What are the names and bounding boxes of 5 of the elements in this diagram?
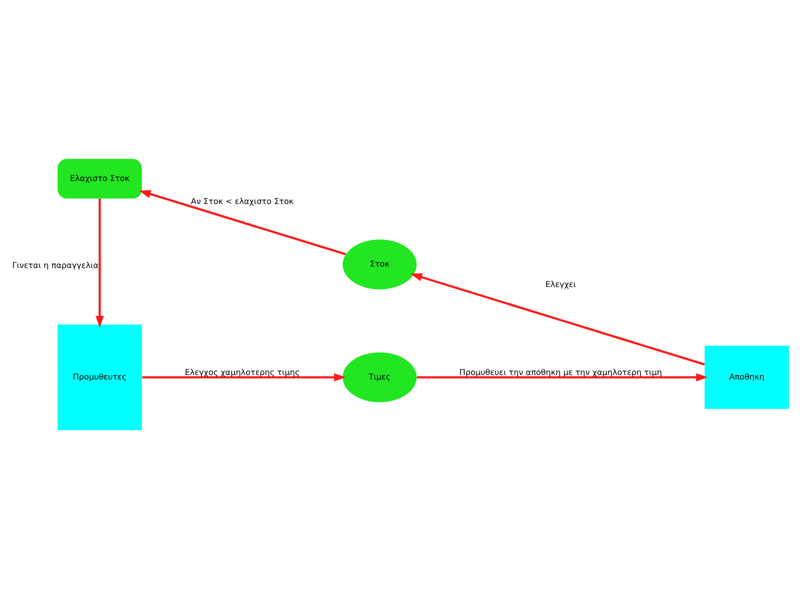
arrow [96, 198, 104, 328]
arrow [138, 190, 346, 256]
arrow [416, 373, 708, 382]
arrow [410, 273, 705, 366]
arrow [142, 373, 346, 382]
